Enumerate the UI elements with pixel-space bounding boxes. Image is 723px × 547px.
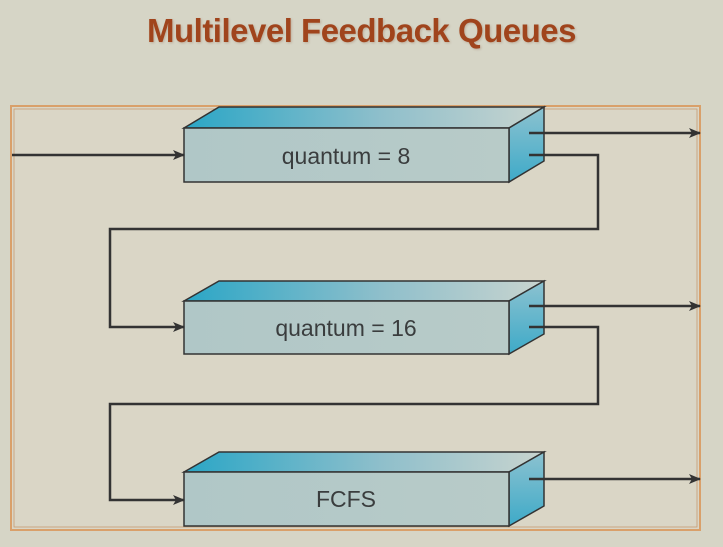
queue-box-front-face — [183, 127, 510, 183]
slide-title: Multilevel Feedback Queues — [147, 12, 577, 49]
demote-arrow-queue-1-to-2 — [108, 325, 600, 505]
queue-label: FCFS — [316, 486, 376, 512]
queue-box-fcfs: FCFS — [181, 450, 547, 528]
queue-box-top-face — [181, 106, 547, 129]
queue-box-front-face — [183, 300, 510, 355]
queue-label: quantum = 16 — [275, 315, 416, 341]
queue-label: quantum = 8 — [282, 143, 411, 169]
queue-box-top-face — [181, 280, 547, 302]
queue-box-quantum-16: quantum = 16 — [181, 279, 547, 356]
queue-box-front-face — [183, 471, 510, 527]
demote-arrow-queue-0-to-1 — [108, 153, 600, 332]
queue-box-top-face — [181, 451, 547, 473]
queue-box-quantum-8: quantum = 8 — [181, 105, 547, 184]
